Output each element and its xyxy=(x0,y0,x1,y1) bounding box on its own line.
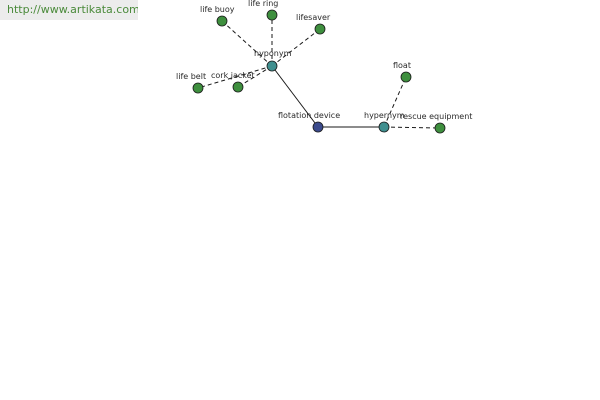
watermark-url[interactable]: http://www.artikata.com xyxy=(0,0,138,20)
label-life-belt: life belt xyxy=(176,72,206,81)
leaf-node-rescue-equipment[interactable] xyxy=(434,122,446,134)
edge-hyponym-lifesaver xyxy=(271,28,321,67)
label-rescue-equipment: rescue equipment xyxy=(400,112,472,121)
relation-node-hypernym[interactable] xyxy=(378,121,390,133)
relation-node-hyponym[interactable] xyxy=(266,60,278,72)
leaf-node-cork-jacket[interactable] xyxy=(232,81,244,93)
leaf-node-life-buoy[interactable] xyxy=(216,15,228,27)
leaf-node-life-ring[interactable] xyxy=(266,9,278,21)
root-node-flotation-device[interactable] xyxy=(312,121,324,133)
edge-layer xyxy=(197,15,441,129)
edge-hypernym-float xyxy=(383,76,407,128)
edge-hypernym-rescue-equipment xyxy=(383,126,441,129)
edge-flotation-device-hyponym xyxy=(271,65,319,128)
leaf-node-life-belt[interactable] xyxy=(192,82,204,94)
label-flotation-device: flotation device xyxy=(278,111,340,120)
node-layer xyxy=(192,9,446,134)
label-hypernym: hypernym xyxy=(364,111,405,120)
edge-hyponym-life-buoy xyxy=(221,20,273,67)
leaf-node-float[interactable] xyxy=(400,71,412,83)
edge-hyponym-life-belt xyxy=(197,65,273,89)
label-life-buoy: life buoy xyxy=(200,5,235,14)
label-life-ring: life ring xyxy=(248,0,278,8)
label-cork-jacket: cork jacket xyxy=(211,71,255,80)
label-lifesaver: lifesaver xyxy=(296,13,331,22)
label-float: float xyxy=(393,61,411,70)
label-layer: flotation device hyponym hypernym life buoy… xyxy=(176,0,472,121)
leaf-node-lifesaver[interactable] xyxy=(314,23,326,35)
label-hyponym: hyponym xyxy=(254,49,292,58)
